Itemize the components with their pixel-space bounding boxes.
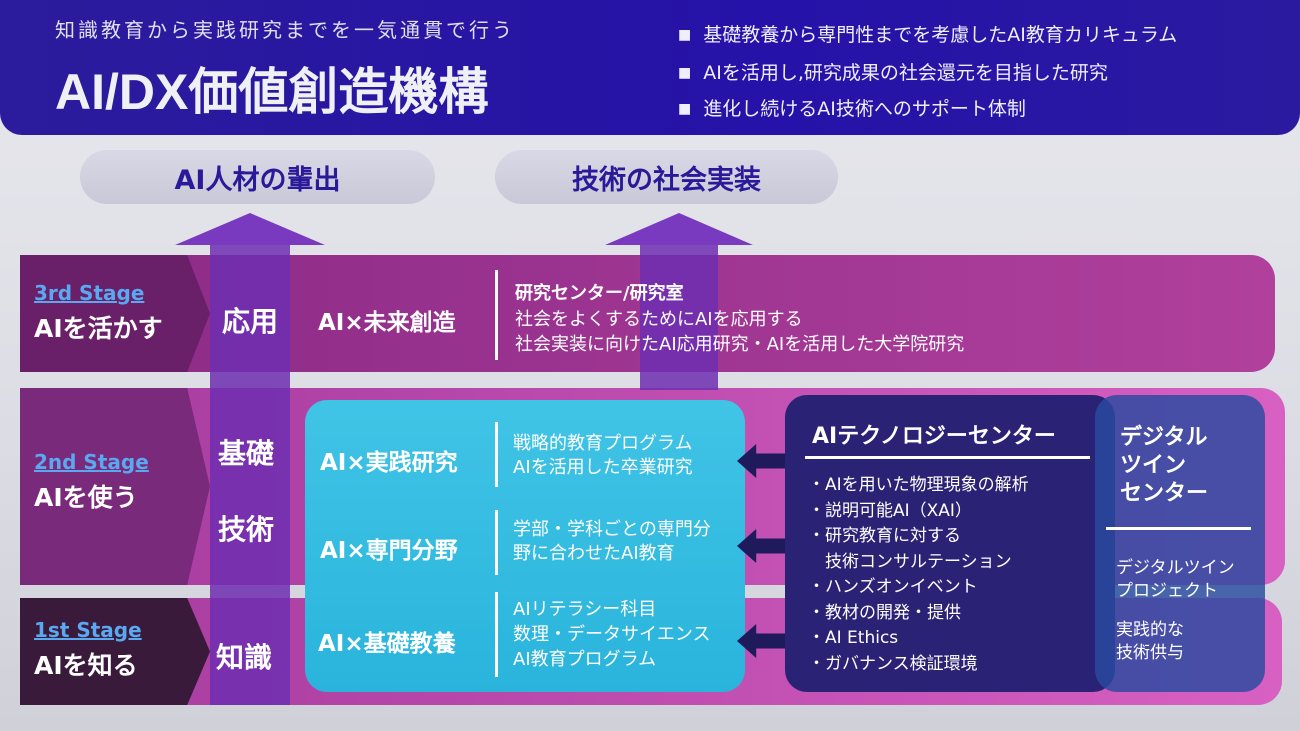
stage-number: 1st Stage: [34, 618, 142, 642]
list-item: デジタルツイン: [1116, 558, 1235, 578]
row-desc: 野に合わせたAI教育: [513, 543, 675, 564]
list-item: ・AIを用いた物理現象の解析: [808, 475, 1029, 495]
list-item: 技術コンサルテーション: [808, 551, 1012, 572]
level-basic: 基礎: [218, 437, 275, 470]
row-desc: AIを活用した卒業研究: [513, 457, 693, 478]
row-specialty: AI×専門分野: [320, 538, 458, 564]
goal-implementation: 技術の社会実装: [495, 150, 838, 204]
list-item: ・研究教育に対する: [808, 526, 961, 546]
row-future-creation: AI×未来創造: [318, 310, 456, 336]
subtitle: 知識教育から実践研究までを一気通貫で行う: [55, 18, 515, 42]
list-item: 技術供与: [1116, 643, 1184, 663]
tech-center-title: AIテクノロジーセンター: [812, 424, 1056, 449]
row-desc: 戦略的教育プログラム: [513, 433, 693, 454]
feature-bullet: 基礎教養から専門性までを考慮したAI教育カリキュラム: [678, 20, 1177, 47]
list-item: ・ガバナンス検証環境: [808, 653, 978, 674]
list-item: 実践的な: [1116, 620, 1184, 640]
list-item: ・教材の開発・提供: [808, 602, 961, 623]
list-item: プロジェクト: [1116, 581, 1218, 601]
digital-twin-title: デジタル ツイン センター: [1120, 424, 1208, 508]
implementation-arrow-shaft: [640, 240, 718, 390]
row-desc: AI教育プログラム: [513, 649, 657, 670]
digital-twin-items: デジタルツイン プロジェクト 実践的な 技術供与: [1116, 557, 1235, 665]
list-item: ・ハンズオンイベント: [808, 577, 978, 597]
divider: [805, 456, 1090, 459]
row-desc: AIリテラシー科目: [513, 599, 657, 620]
title-line: デジタル: [1120, 425, 1208, 450]
implementation-arrow-head-icon: [605, 213, 753, 245]
tech-center-list: ・AIを用いた物理現象の解析 ・説明可能AI（XAI） ・研究教育に対する 技術…: [808, 473, 1029, 677]
research-center-title: 研究センター/研究室: [515, 283, 684, 304]
digital-twin-center: [1095, 395, 1265, 692]
title-line: ツイン: [1120, 453, 1187, 478]
feature-bullet: 進化し続けるAI技術へのサポート体制: [678, 94, 1026, 121]
list-item: ・説明可能AI（XAI）: [808, 500, 972, 521]
level-applied: 応用: [222, 305, 279, 338]
divider: [1106, 527, 1251, 530]
stage-number: 2nd Stage: [34, 450, 149, 474]
stage-name: AIを活かす: [34, 314, 163, 343]
ai-technology-center: [785, 395, 1115, 692]
feature-bullet: AIを活用し,研究成果の社会還元を目指した研究: [678, 58, 1108, 85]
stage-number: 3rd Stage: [34, 281, 145, 305]
row-desc: 数理・データサイエンス: [513, 624, 711, 645]
row-desc: 学部・学科ごとの専門分: [513, 519, 711, 540]
title-line: センター: [1120, 481, 1209, 506]
row-desc: 社会をよくするためにAIを応用する: [515, 309, 803, 330]
divider: [495, 592, 498, 677]
goal-talent: AI人材の輩出: [80, 150, 435, 204]
row-practical-research: AI×実践研究: [320, 450, 458, 476]
education-programs-box: [305, 400, 745, 692]
level-tech: 技術: [218, 513, 275, 546]
row-desc: 社会実装に向けたAI応用研究・AIを活用した大学院研究: [515, 334, 965, 355]
page-title: AI/DX価値創造機構: [55, 64, 489, 120]
row-liberal-arts: AI×基礎教養: [318, 631, 456, 657]
stage-name: AIを知る: [34, 651, 138, 680]
level-knowledge: 知識: [216, 641, 273, 674]
divider: [495, 270, 498, 360]
list-item: ・AI Ethics: [808, 628, 899, 648]
stage-name: AIを使う: [34, 483, 138, 512]
growth-arrow-shaft: [210, 240, 290, 705]
divider: [495, 422, 498, 487]
growth-arrow-head-icon: [175, 213, 325, 245]
divider: [495, 510, 498, 575]
